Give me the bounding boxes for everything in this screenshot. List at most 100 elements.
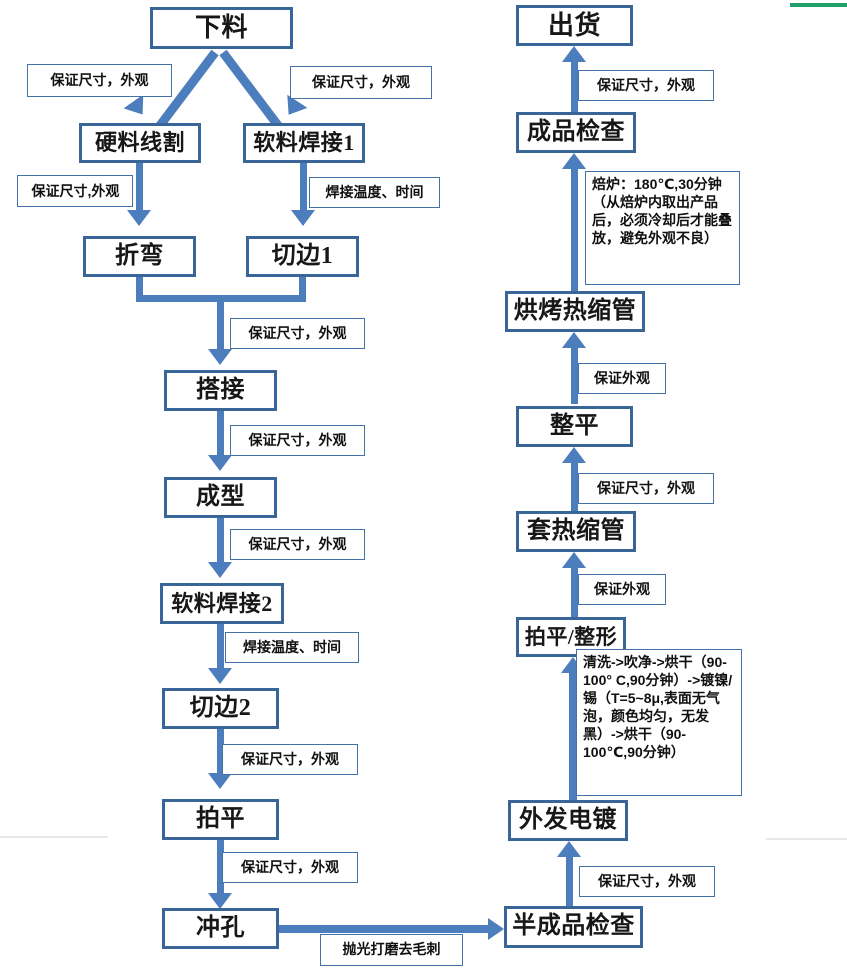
note-weld-temp-2: 焊接温度、时间 [225, 632, 359, 663]
arrowhead-qiebian1 [291, 210, 315, 226]
connector-chongkong-to-bancheng [279, 925, 492, 933]
connector-chengxing-to-hanjie2 [217, 518, 224, 565]
arrowhead-bancheng [488, 918, 504, 940]
connector-chengpin-to-chuhuo [571, 62, 578, 112]
note-text: 保证尺寸，外观 [241, 750, 339, 767]
connector-bancheng-to-diandu [566, 857, 573, 907]
node-yingliao-xiange[interactable]: 硬料线割 [79, 123, 201, 163]
node-label: 拍平 [196, 805, 245, 832]
node-label: 软料焊接2 [171, 590, 273, 616]
connector-dajie-to-chengxing [217, 411, 224, 458]
note-guarantee-right-5: 保证尺寸，外观 [579, 866, 715, 897]
arrowhead-hongkao [562, 332, 586, 348]
node-label: 硬料线割 [94, 130, 185, 156]
arrowhead-qiebian2 [208, 668, 232, 684]
arrowhead-chengxing [208, 455, 232, 471]
note-text: 保证尺寸，外观 [241, 858, 339, 875]
note-guarantee-left-2: 保证尺寸,外观 [17, 175, 133, 207]
note-deburr: 抛光打磨去毛刺 [320, 934, 463, 966]
node-label: 软料焊接1 [253, 130, 355, 156]
node-waifa-diandu[interactable]: 外发电镀 [508, 800, 628, 841]
node-chengxing[interactable]: 成型 [164, 477, 277, 518]
node-qiebian1[interactable]: 切边1 [246, 236, 359, 277]
note-guarantee-left-1: 保证尺寸，外观 [27, 64, 172, 97]
node-hongkao-resuoguan[interactable]: 烘烤热缩管 [505, 291, 645, 332]
arrowhead-zhengping [562, 447, 586, 463]
connector-diandu-to-paiping-zx [569, 673, 577, 801]
connector-hongkao-to-chengpin [571, 169, 578, 292]
note-text: 保证尺寸，外观 [312, 73, 410, 90]
green-rule-top-right [790, 3, 847, 7]
note-text: 焙炉：180℃,30分钟（从焙炉内取出产品后，必须冷却后才能叠放，避免外观不良） [592, 176, 732, 246]
note-guarantee-left-6: 保证尺寸，外观 [222, 744, 358, 775]
node-tao-resuoguan[interactable]: 套热缩管 [516, 511, 636, 552]
arrowhead-dajie [208, 349, 232, 365]
note-guarantee-right-1: 保证尺寸，外观 [578, 70, 714, 101]
note-guarantee-right-1: 保证尺寸，外观 [290, 66, 432, 99]
connector-hanjie2-to-qiebian2 [217, 624, 224, 671]
node-label: 切边1 [271, 242, 334, 269]
node-paiping[interactable]: 拍平 [162, 799, 279, 840]
node-label: 成品检查 [527, 118, 625, 145]
node-label: 冲孔 [196, 914, 245, 941]
node-label: 外发电镀 [519, 806, 617, 833]
node-chuhuo[interactable]: 出货 [516, 5, 633, 46]
note-guarantee-right-3: 保证尺寸，外观 [578, 473, 714, 504]
arrowhead-chengpin [562, 153, 586, 169]
arrowhead-chongkong [208, 893, 232, 909]
note-guarantee-right-4: 保证外观 [578, 574, 666, 605]
note-text: 焊接温度、时间 [325, 183, 424, 200]
node-label: 整平 [550, 412, 599, 439]
arrowhead-diandu [557, 841, 581, 857]
note-guarantee-right-2: 保证外观 [578, 363, 666, 394]
note-guarantee-left-7: 保证尺寸，外观 [222, 852, 358, 883]
connector-paiping-zx-to-taorsg [571, 568, 578, 618]
note-weld-temp-1: 焊接温度、时间 [309, 177, 440, 208]
note-text: 焊接温度、时间 [243, 638, 341, 655]
connector-merge-to-dajie [217, 295, 224, 353]
arrowhead-zhewan [127, 210, 151, 226]
gray-divider-right [766, 838, 847, 840]
node-chongkong[interactable]: 冲孔 [162, 908, 279, 949]
node-label: 烘烤热缩管 [513, 297, 637, 324]
connector-qiebian1-down [299, 277, 306, 301]
note-text: 保证外观 [594, 369, 650, 386]
connector-taorsg-to-zhengping [571, 463, 578, 513]
node-label: 搭接 [196, 376, 245, 403]
note-text: 保证尺寸，外观 [248, 431, 347, 448]
connector-zhengping-to-hongkao [571, 348, 578, 404]
note-text: 保证尺寸，外观 [597, 479, 695, 496]
note-oven: 焙炉：180℃,30分钟（从焙炉内取出产品后，必须冷却后才能叠放，避免外观不良） [585, 171, 740, 285]
note-text: 抛光打磨去毛刺 [342, 941, 441, 958]
note-plating: 清洗->吹净->烘干（90-100° C,90分钟）->镀镍/锡（T=5~8μ,… [576, 649, 742, 796]
note-text: 保证尺寸，外观 [248, 324, 347, 341]
note-guarantee-left-4: 保证尺寸，外观 [230, 425, 365, 456]
node-ruanliao-hanjie2[interactable]: 软料焊接2 [160, 583, 284, 624]
connector-yingliao-to-zhewan [136, 163, 143, 214]
node-ruanliao-hanjie1[interactable]: 软料焊接1 [243, 123, 365, 163]
arrowhead-hanjie2 [208, 562, 232, 578]
note-text: 保证尺寸,外观 [31, 182, 120, 199]
node-xialiao[interactable]: 下料 [150, 7, 293, 49]
node-label: 切边2 [189, 694, 252, 721]
node-dajie[interactable]: 搭接 [164, 370, 277, 411]
node-label: 半成品检查 [512, 913, 635, 940]
connector-zhewan-down [136, 277, 143, 301]
node-qiebian2[interactable]: 切边2 [162, 688, 279, 729]
node-chengpin-jiancha[interactable]: 成品检查 [516, 112, 636, 153]
node-label: 套热缩管 [527, 517, 625, 544]
arrowhead-paiping [208, 773, 232, 789]
note-text: 保证尺寸，外观 [50, 71, 149, 88]
node-label: 折弯 [115, 242, 164, 269]
node-bancheng-jiancha[interactable]: 半成品检查 [504, 906, 643, 948]
node-label: 成型 [196, 483, 245, 510]
node-zhengping[interactable]: 整平 [516, 406, 633, 447]
note-text: 保证尺寸，外观 [248, 535, 347, 552]
note-text: 保证外观 [594, 580, 650, 597]
node-zhewan[interactable]: 折弯 [83, 236, 196, 277]
connector-paiping-to-chongkong [217, 840, 224, 898]
gray-divider-left [0, 836, 108, 838]
node-label: 出货 [547, 10, 601, 40]
arrowhead-taorsg [562, 552, 586, 568]
